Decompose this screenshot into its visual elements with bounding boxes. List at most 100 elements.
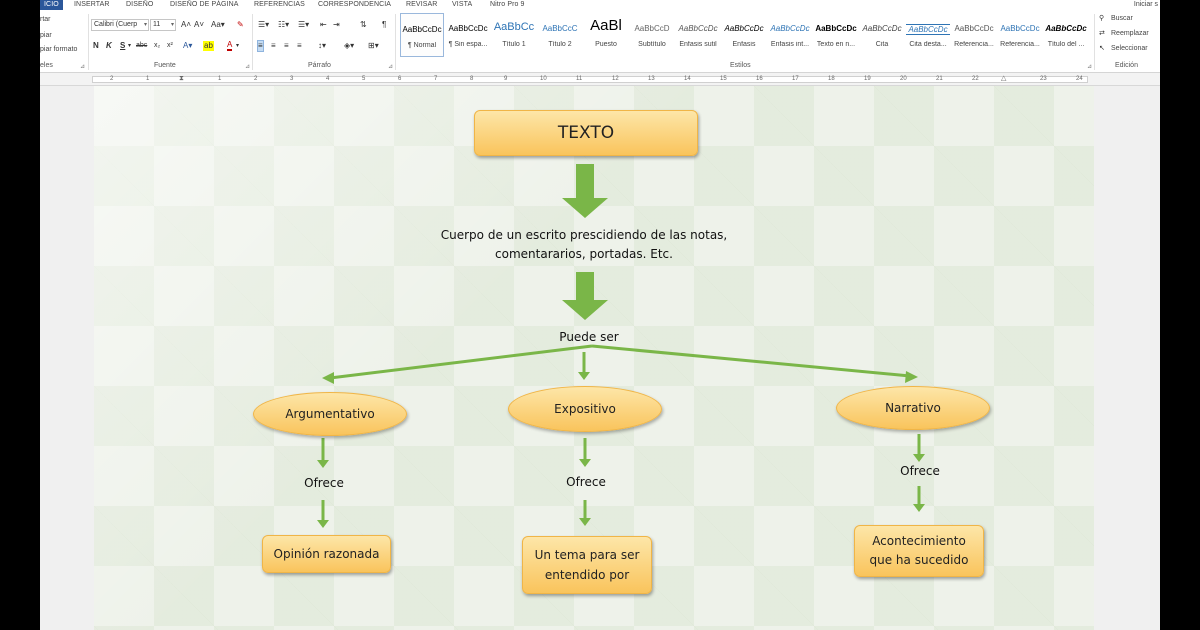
tab-referencias[interactable]: REFERENCIAS [254,1,305,8]
tab-inicio[interactable]: ICIO [40,0,63,10]
style-sample: AaBbCc [493,21,535,33]
tab-vista[interactable]: VISTA [452,1,473,8]
result-box-acontecimiento[interactable]: Acontecimiento que ha sucedido [854,525,984,577]
text-effects-icon[interactable]: A▾ [183,41,193,50]
expositivo-node[interactable]: Expositivo [508,386,662,432]
font-color-icon[interactable]: A [227,40,233,51]
style-sin-espaciado[interactable]: AaBbCcDc¶ Sin espa... [446,13,490,57]
multilevel-list-icon[interactable]: ☰▾ [298,20,310,29]
cut-button[interactable]: rtar [40,16,51,23]
connector-line [329,344,593,380]
narrativo-node[interactable]: Narrativo [836,386,990,430]
diagram-connectors [317,164,925,528]
change-case-icon[interactable]: Aa▾ [211,20,225,29]
tab-nitro[interactable]: Nitro Pro 9 [490,1,525,8]
ruler-tick: 18 [828,76,835,82]
highlight-icon[interactable]: ab [203,41,214,51]
borders-icon[interactable]: ⊞▾ [368,41,379,50]
ruler-tick: 15 [720,76,727,82]
cursor-icon[interactable]: ↖ [1099,45,1105,52]
style-name: Título 1 [502,41,526,48]
root-box[interactable]: TEXTO [474,110,698,156]
clear-formatting-icon[interactable]: ✎ [237,20,244,29]
paragraph-launcher-icon[interactable]: ⊿ [388,64,394,70]
result-box-tema[interactable]: Un tema para ser entendido por [522,536,652,594]
replace-button[interactable]: Reemplazar [1111,30,1149,37]
show-marks-icon[interactable]: ¶ [382,20,387,29]
font-size-combo[interactable]: 11▾ [150,19,176,31]
binoculars-icon[interactable]: ⚲ [1099,15,1105,22]
arrowhead-icon [913,454,925,462]
tab-diseno[interactable]: DISEÑO [126,1,154,8]
decrease-indent-icon[interactable]: ⇤ [320,20,327,29]
chevron-down-icon[interactable]: ▾ [236,43,240,49]
argumentativo-node[interactable]: Argumentativo [253,392,407,436]
result-box-opinion[interactable]: Opinión razonada [262,535,391,573]
right-indent-marker-icon[interactable]: △ [1001,75,1007,82]
chevron-down-icon[interactable]: ▾ [128,43,132,49]
style-sample: AaBbCcDc [402,25,442,34]
grow-font-icon[interactable]: A˄ [181,20,192,29]
connector-line [591,344,911,378]
bullets-icon[interactable]: ☰▾ [258,20,270,29]
strikethrough-icon[interactable]: abc [136,42,148,49]
replace-icon[interactable]: ⇄ [1099,30,1105,37]
align-right-icon[interactable]: ≡ [284,41,289,50]
style-normal[interactable]: AaBbCcDc¶ Normal [400,13,444,57]
result-line: Opinión razonada [273,547,380,561]
numbering-icon[interactable]: ☷▾ [278,20,290,29]
chevron-down-icon: ▾ [143,22,147,28]
indent-marker-icon[interactable]: ⧗ [179,75,184,82]
select-button[interactable]: Seleccionar [1111,45,1148,52]
tab-diseno-pagina[interactable]: DISEÑO DE PÁGINA [170,1,239,8]
format-painter-button[interactable]: piar formato [40,46,78,53]
align-left-icon[interactable]: ≡ [257,40,264,52]
shrink-font-icon[interactable]: A˅ [194,20,205,29]
editing-group-label: Edición [1115,62,1138,69]
find-button[interactable]: Buscar [1111,15,1133,22]
sign-in-link[interactable]: Iniciar s [1133,1,1158,8]
word-window: ICIO INSERTAR DISEÑO DISEÑO DE PÁGINA RE… [40,0,1160,630]
justify-icon[interactable]: ≡ [297,41,302,50]
italic-icon[interactable]: K [106,41,112,50]
subscript-icon[interactable]: x₂ [154,42,161,49]
sort-icon[interactable]: ⇅ [360,20,367,29]
increase-indent-icon[interactable]: ⇥ [333,20,340,29]
underline-icon[interactable]: S [120,41,126,50]
font-launcher-icon[interactable]: ⊿ [245,64,251,70]
style-sample: AaBbCcDc [724,24,764,33]
document-page[interactable]: TEXTO Cuerpo de un escrito prescidiendo … [94,86,1094,630]
arrowhead-icon [579,459,591,467]
ruler-tick: 4 [326,76,330,82]
arrowhead-icon [317,460,329,468]
shading-icon[interactable]: ◈▾ [344,41,355,50]
tab-correspondencia[interactable]: CORRESPONDENCIA [318,1,392,8]
font-name-combo[interactable]: Calibri (Cuerp▾ [91,19,149,31]
bold-icon[interactable]: N [93,41,99,50]
align-center-icon[interactable]: ≡ [271,41,276,50]
definition-line: Cuerpo de un escrito prescidiendo de las… [440,228,728,242]
superscript-icon[interactable]: x² [167,42,173,49]
clipboard-launcher-icon[interactable]: ⊿ [80,64,86,70]
horizontal-ruler[interactable]: 2 1 ⧗ 1 2 3 4 5 6 7 8 9 10 11 12 13 14 1… [40,73,1160,86]
copy-button[interactable]: piar [40,32,52,39]
styles-launcher-icon[interactable]: ⊿ [1087,64,1093,70]
tab-insertar[interactable]: INSERTAR [74,1,110,8]
ruler-tick: 13 [648,76,655,82]
line-spacing-icon[interactable]: ↕▾ [318,41,327,50]
tab-revisar[interactable]: REVISAR [406,1,438,8]
ruler-tick: 2 [254,76,258,82]
